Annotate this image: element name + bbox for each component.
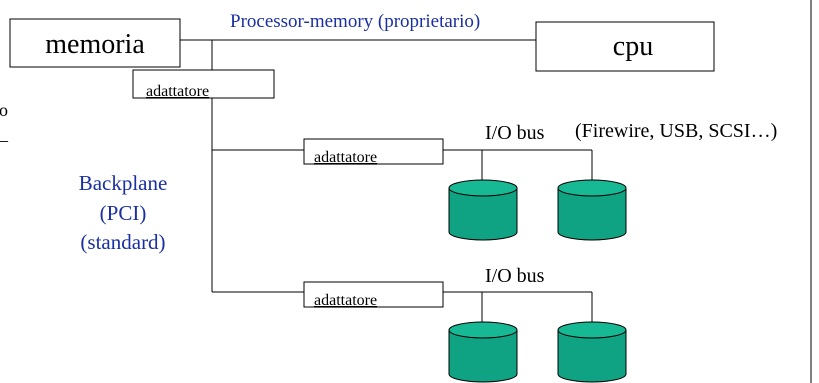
connection-lines bbox=[180, 39, 593, 328]
disk-cylinder-icon bbox=[557, 321, 627, 383]
io-bus-1-note: (Firewire, USB, SCSI…) bbox=[575, 120, 777, 142]
left-edge-char: o bbox=[0, 100, 8, 120]
backplane-label-line2: (PCI) bbox=[100, 201, 147, 225]
processor-memory-bus-label: Processor-memory (proprietario) bbox=[230, 11, 480, 32]
cpu-label: cpu bbox=[613, 31, 653, 62]
disk-cylinder-icon bbox=[448, 179, 518, 241]
adapter-mid-box bbox=[303, 138, 444, 165]
adapter-top-box bbox=[132, 69, 275, 99]
adapter-mid-label: adattatore bbox=[314, 149, 377, 166]
io-bus-2-label: I/O bus bbox=[485, 265, 545, 287]
memory-box bbox=[9, 18, 181, 68]
memory-label: memoria bbox=[45, 29, 145, 60]
adapter-top-label: adattatore bbox=[146, 83, 209, 100]
disk-cylinder-icon bbox=[557, 179, 627, 241]
cpu-box bbox=[535, 21, 715, 72]
backplane-label: Backplane (PCI) (standard) bbox=[79, 171, 168, 254]
disk-cylinder-icon bbox=[448, 321, 518, 383]
adapter-bottom-box bbox=[303, 281, 444, 308]
backplane-label-line1: Backplane bbox=[79, 171, 168, 195]
backplane-label-line3: (standard) bbox=[80, 230, 165, 254]
left-edge-dash: – bbox=[0, 130, 9, 150]
adapter-bottom-label: adattatore bbox=[314, 292, 377, 309]
io-bus-1-label: I/O bus bbox=[485, 122, 545, 144]
